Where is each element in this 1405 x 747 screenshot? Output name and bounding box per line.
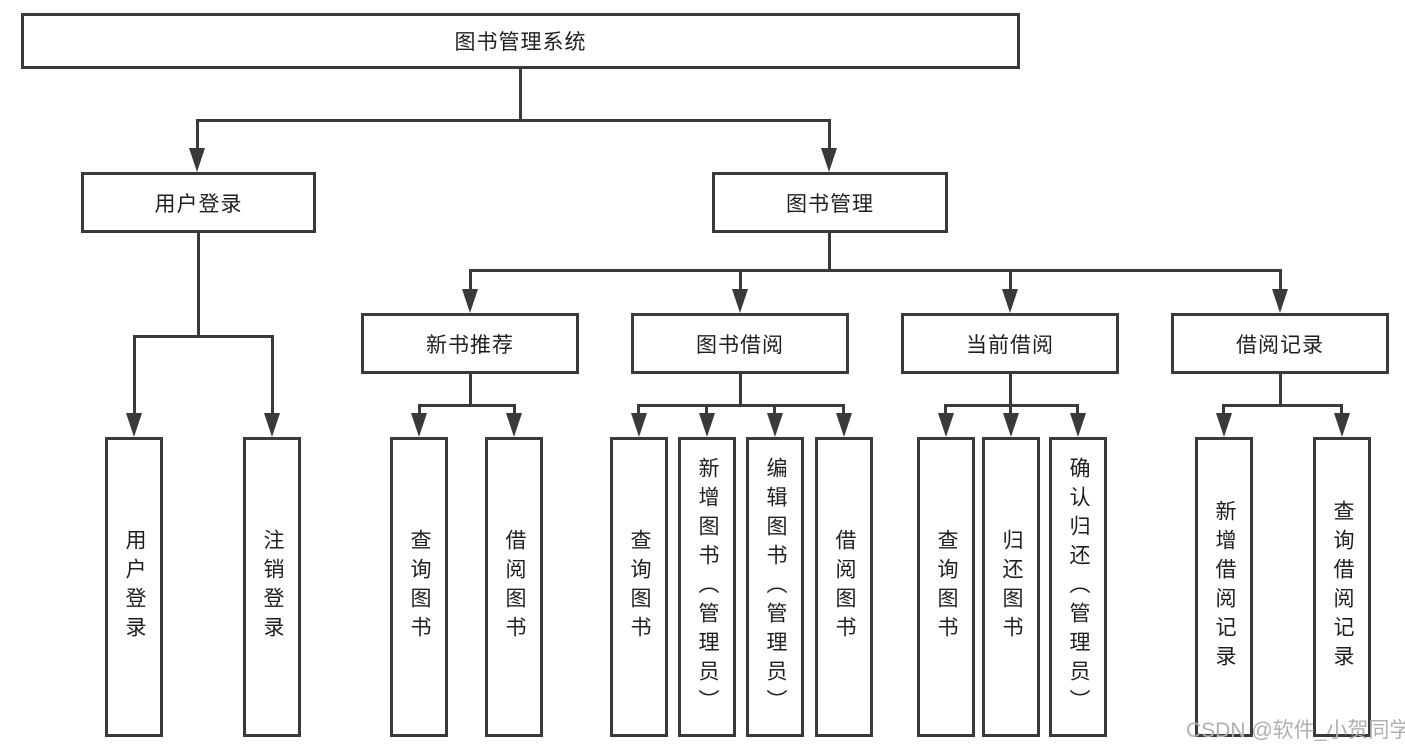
leaf-borrowing-add-books-admin: 新增图书（管理员） xyxy=(678,437,736,737)
arrow-down-icon xyxy=(506,413,522,437)
node-label: 注销登录 xyxy=(261,529,285,645)
node-label: 查询图书 xyxy=(408,529,432,645)
node-label: 查询图书 xyxy=(628,529,652,645)
arrow-down-icon xyxy=(699,413,715,437)
arrow-down-icon xyxy=(264,413,280,437)
connector-line xyxy=(1279,269,1282,291)
connector-line xyxy=(637,404,845,407)
node-label: 借阅图书 xyxy=(833,529,857,645)
arrow-down-icon xyxy=(1272,289,1288,313)
node-label: 新增借阅记录 xyxy=(1213,500,1237,674)
arrow-down-icon xyxy=(126,413,142,437)
node-current-borrowing: 当前借阅 xyxy=(901,313,1119,374)
node-new-book-recommend: 新书推荐 xyxy=(361,313,579,374)
leaf-current-query-books: 查询图书 xyxy=(917,437,975,737)
connector-line xyxy=(1076,404,1079,416)
connector-line xyxy=(637,404,640,416)
connector-line xyxy=(133,335,274,338)
node-label: 图书借阅 xyxy=(696,333,784,357)
node-book-borrowing: 图书借阅 xyxy=(631,313,849,374)
arrow-down-icon xyxy=(631,413,647,437)
connector-line xyxy=(469,374,472,407)
node-library-system: 图书管理系统 xyxy=(21,13,1020,69)
connector-line xyxy=(739,374,742,407)
connector-line xyxy=(842,404,845,416)
arrow-down-icon xyxy=(1070,413,1086,437)
connector-line xyxy=(197,233,200,338)
leaf-recommend-query-books: 查询图书 xyxy=(390,437,448,737)
connector-line xyxy=(513,404,516,416)
arrow-down-icon xyxy=(767,413,783,437)
node-label: 新增图书（管理员） xyxy=(696,456,720,718)
connector-line xyxy=(196,119,199,149)
connector-line xyxy=(1009,269,1012,291)
leaf-records-query-record: 查询借阅记录 xyxy=(1313,437,1371,737)
arrow-down-icon xyxy=(1003,413,1019,437)
connector-line xyxy=(944,404,947,416)
connector-line xyxy=(1222,404,1343,407)
connector-line xyxy=(418,404,421,416)
connector-line xyxy=(828,233,831,271)
node-label: 图书管理系统 xyxy=(454,31,587,54)
leaf-borrowing-edit-books-admin: 编辑图书（管理员） xyxy=(746,437,804,737)
leaf-current-confirm-return-admin: 确认归还（管理员） xyxy=(1049,437,1107,737)
connector-line xyxy=(418,404,516,407)
leaf-current-return-books: 归还图书 xyxy=(982,437,1040,737)
connector-line xyxy=(469,269,472,291)
connector-line xyxy=(1340,404,1343,416)
node-label: 编辑图书（管理员） xyxy=(764,456,788,718)
connector-line xyxy=(705,404,708,416)
csdn-watermark: CSDN @软件_小贺同学 xyxy=(1186,719,1405,742)
node-label: 用户登录 xyxy=(154,192,243,216)
arrow-down-icon xyxy=(821,148,837,172)
node-label: 确认归还（管理员） xyxy=(1067,456,1091,718)
connector-line xyxy=(1009,374,1012,407)
node-book-management: 图书管理 xyxy=(712,172,948,233)
connector-line xyxy=(519,69,522,121)
arrow-down-icon xyxy=(189,148,205,172)
arrow-down-icon xyxy=(1002,289,1018,313)
arrow-down-icon xyxy=(732,289,748,313)
leaf-borrowing-borrow-books: 借阅图书 xyxy=(815,437,873,737)
node-label: 借阅记录 xyxy=(1236,333,1324,357)
connector-line xyxy=(271,335,274,415)
connector-line xyxy=(739,269,742,291)
node-label: 查询图书 xyxy=(935,529,959,645)
connector-line xyxy=(469,269,1282,272)
node-label: 归还图书 xyxy=(1000,529,1024,645)
leaf-recommend-borrow-books: 借阅图书 xyxy=(485,437,543,737)
connector-line xyxy=(196,119,831,122)
arrow-down-icon xyxy=(938,413,954,437)
connector-line xyxy=(1222,404,1225,416)
node-label: 新书推荐 xyxy=(426,333,514,357)
node-borrowing-records: 借阅记录 xyxy=(1171,313,1389,374)
leaf-borrowing-query-books: 查询图书 xyxy=(610,437,668,737)
node-label: 用户登录 xyxy=(123,529,147,645)
leaf-user-login: 用户登录 xyxy=(105,437,163,737)
connector-line xyxy=(828,119,831,149)
node-label: 查询借阅记录 xyxy=(1331,500,1355,674)
connector-line xyxy=(1009,404,1012,416)
connector-line xyxy=(1279,374,1282,407)
node-label: 图书管理 xyxy=(786,192,874,216)
connector-line xyxy=(773,404,776,416)
leaf-logout: 注销登录 xyxy=(243,437,301,737)
arrow-down-icon xyxy=(1216,413,1232,437)
node-label: 当前借阅 xyxy=(966,333,1054,357)
arrow-down-icon xyxy=(411,413,427,437)
node-label: 借阅图书 xyxy=(503,529,527,645)
connector-line xyxy=(133,335,136,415)
leaf-records-add-record: 新增借阅记录 xyxy=(1195,437,1253,737)
arrow-down-icon xyxy=(836,413,852,437)
node-user-login: 用户登录 xyxy=(81,172,316,233)
arrow-down-icon xyxy=(462,289,478,313)
arrow-down-icon xyxy=(1334,413,1350,437)
